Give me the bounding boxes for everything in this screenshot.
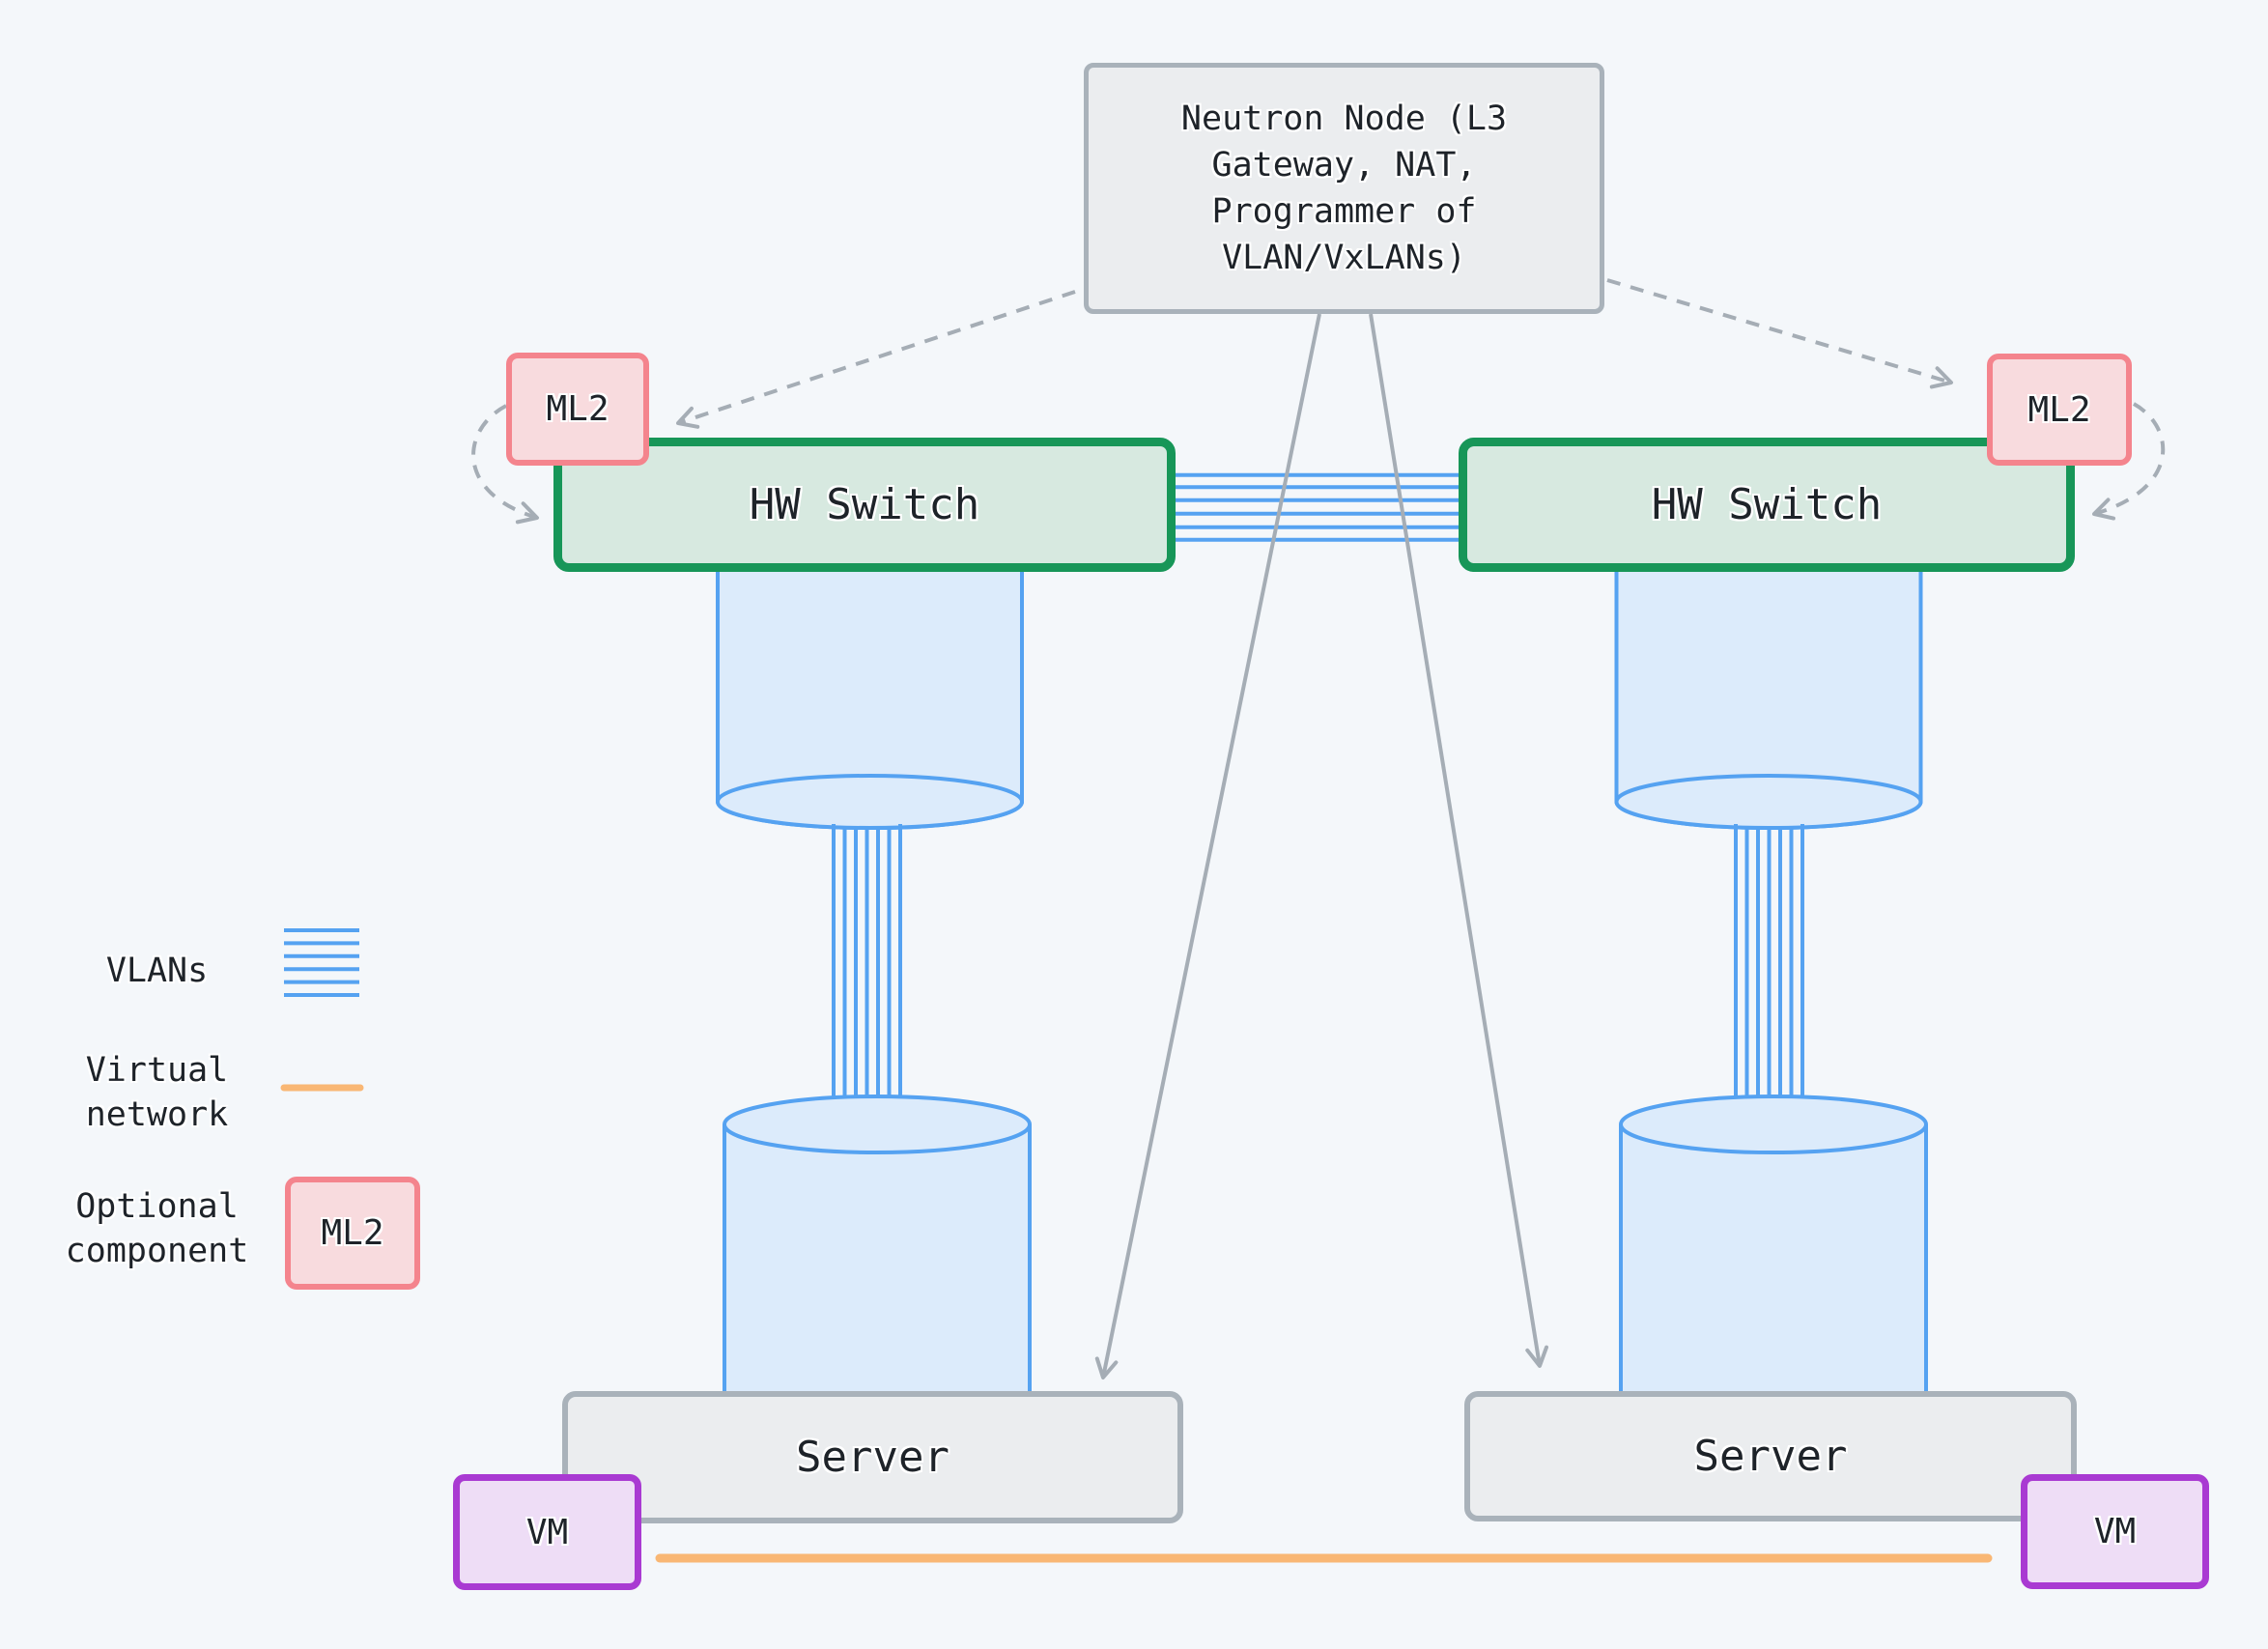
legend-optional-component-label-line-2: component: [65, 1232, 249, 1270]
vlan-trunk-right: [1734, 824, 1804, 1111]
ml2-right-label: ML2: [2027, 389, 2091, 430]
arrow-ml2-to-switch-right: [2092, 402, 2166, 521]
neutron-node-label-line-3: Programmer of: [1211, 192, 1477, 231]
vm-left-label: VM: [525, 1512, 569, 1552]
ml2-left-box: ML2: [506, 353, 649, 466]
server-right-label: Server: [1693, 1432, 1848, 1481]
vm-right-box: VM: [2021, 1474, 2209, 1589]
neutron-node-label-line-2: Gateway, NAT,: [1211, 146, 1477, 185]
arrow-neutron-to-server-right: [1369, 313, 1549, 1368]
legend-optional-component-label: Optional component: [39, 1184, 275, 1273]
vm-right-label: VM: [2093, 1512, 2137, 1551]
arrow-ml2-to-switch-left: [471, 404, 539, 525]
server-left-box: Server: [562, 1391, 1183, 1523]
arrow-neutron-to-server-left: [1094, 313, 1321, 1379]
vlan-bundle-between-switches: [1176, 472, 1459, 542]
neutron-node-label-line-4: VLAN/VxLANs): [1222, 239, 1466, 277]
neutron-node-label-line-1: Neutron Node (L3: [1180, 100, 1508, 138]
neutron-node-box: Neutron Node (L3 Gateway, NAT, Programme…: [1084, 63, 1604, 314]
server-left-label: Server: [796, 1433, 950, 1482]
legend-virtual-network-label: Virtual network: [39, 1048, 275, 1137]
vlan-cylinder-right-lower: [1619, 1095, 1928, 1399]
legend-optional-component-example-box: ML2: [285, 1177, 420, 1290]
hw-switch-left-box: HW Switch: [553, 438, 1176, 572]
legend-optional-component-label-line-1: Optional: [75, 1187, 239, 1226]
legend-vlans-label: VLANs: [105, 952, 209, 990]
vlan-cylinder-left-lower: [723, 1095, 1032, 1399]
legend-optional-component-example-label: ML2: [321, 1213, 384, 1253]
arrow-neutron-to-ml2-left: [676, 290, 1076, 429]
vlan-cylinder-right-upper: [1614, 565, 1923, 830]
ml2-left-label: ML2: [546, 389, 610, 429]
neutron-to-server-arrows: [1094, 313, 1549, 1379]
server-right-box: Server: [1464, 1391, 2077, 1521]
neutron-to-ml2-arrows: [471, 278, 2166, 525]
arrow-neutron-to-ml2-right: [1606, 278, 1953, 389]
vlan-cylinder-left-upper: [716, 565, 1024, 830]
legend-virtual-network-label-line-2: network: [85, 1095, 229, 1134]
ml2-right-box: ML2: [1987, 354, 2132, 466]
legend-vlans-swatch: [284, 928, 359, 997]
hw-switch-left-label: HW Switch: [749, 480, 980, 529]
vm-left-box: VM: [453, 1474, 641, 1590]
hw-switch-right-box: HW Switch: [1459, 438, 2075, 572]
legend-virtual-network-label-line-1: Virtual: [85, 1051, 229, 1090]
vlan-trunk-left: [832, 824, 902, 1111]
hw-switch-right-label: HW Switch: [1651, 480, 1883, 529]
